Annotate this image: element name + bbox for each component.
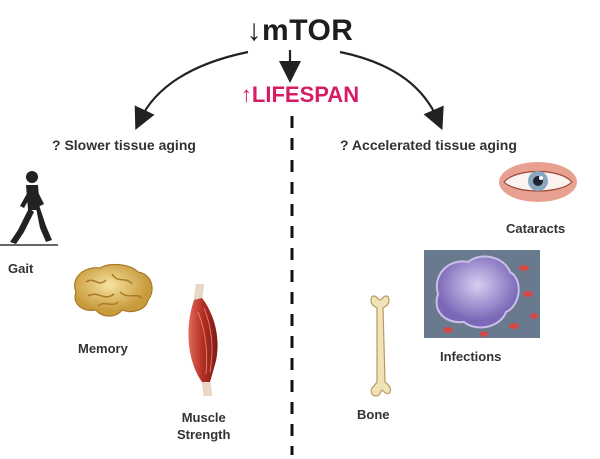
label-gait: Gait [8, 261, 34, 276]
immune-cell-icon [424, 250, 540, 338]
bone-icon [370, 295, 392, 397]
label-memory: Memory [78, 341, 128, 356]
label-cataracts: Cataracts [506, 221, 566, 236]
brain-icon [74, 263, 153, 317]
left-heading: ? Slower tissue aging [52, 137, 196, 153]
right-heading: ? Accelerated tissue aging [340, 137, 517, 153]
eye-icon [499, 162, 577, 202]
label-muscle-line1: Muscle [181, 410, 226, 425]
label-infections: Infections [440, 349, 502, 364]
label-muscle: Muscle Strength [177, 409, 230, 443]
label-muscle-line2: Strength [177, 427, 231, 442]
arrow-right [339, 50, 444, 131]
walking-person-icon [10, 171, 52, 244]
lifespan-label: ↑LIFESPAN [240, 82, 360, 107]
label-bone: Bone [357, 407, 390, 422]
muscle-icon [188, 284, 218, 396]
mtor-title: ↓mTOR [246, 14, 354, 47]
arrow-left [134, 50, 249, 130]
